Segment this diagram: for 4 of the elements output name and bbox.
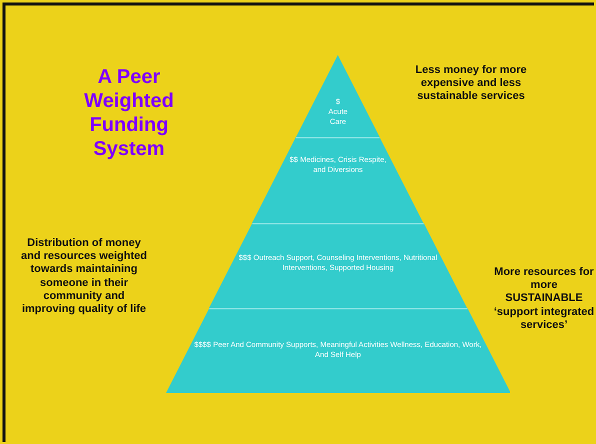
note-text: Distribution of money and resources weighted towards maintaining someone in their community and improving quality of life	[20, 237, 148, 316]
note-text: Less money for more expensive and less sustainable services	[414, 64, 528, 104]
slide-title: A Peer Weighted Funding System	[83, 65, 175, 161]
note-text: More resources for more SUSTAINABLE ‘support integrated services’	[492, 266, 596, 332]
